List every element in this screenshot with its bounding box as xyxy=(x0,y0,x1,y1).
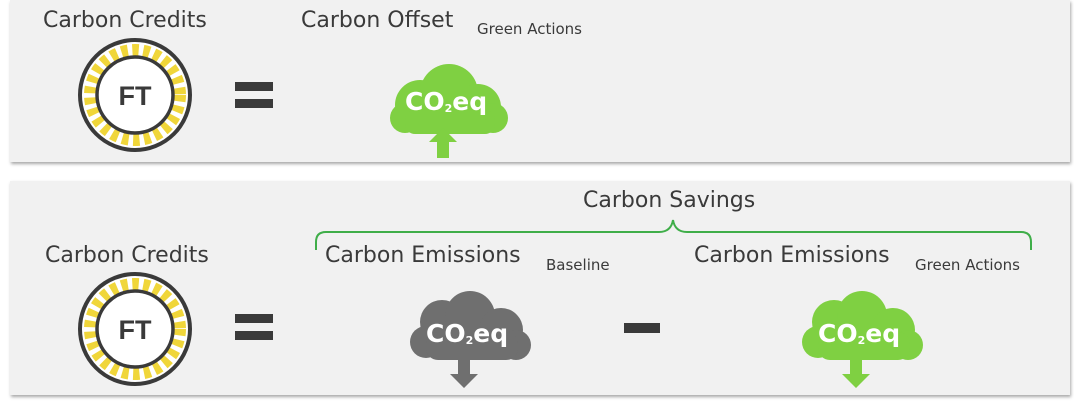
equals-icon xyxy=(235,314,273,348)
co2eq-label: CO2eq xyxy=(405,87,488,116)
carbon-credits-label-2: Carbon Credits xyxy=(45,243,209,268)
carbon-credits-label: Carbon Credits xyxy=(43,8,207,33)
ft-coin-icon: FT xyxy=(78,38,192,152)
baseline-emissions-label: Carbon Emissions xyxy=(325,243,521,268)
coin-label: FT xyxy=(119,315,152,345)
baseline-sublabel: Baseline xyxy=(546,256,610,274)
savings-bracket xyxy=(315,219,1032,250)
co2eq-label: CO2eq xyxy=(426,319,509,348)
co2-cloud-up-arrow-icon xyxy=(390,64,508,158)
green-emissions-label: Carbon Emissions xyxy=(694,243,890,268)
ft-coin-icon: FT xyxy=(78,272,192,386)
carbon-savings-label: Carbon Savings xyxy=(583,188,756,213)
green-actions-sublabel: Green Actions xyxy=(915,256,1020,274)
coin-label: FT xyxy=(119,81,152,111)
minus-icon xyxy=(624,323,660,333)
carbon-offset-label: Carbon Offset xyxy=(301,8,454,33)
co2-cloud-down-arrow-icon xyxy=(802,291,923,388)
equals-icon xyxy=(235,82,273,116)
co2eq-label: CO2eq xyxy=(818,319,901,348)
carbon-offset-sublabel: Green Actions xyxy=(477,20,582,38)
co2-cloud-down-arrow-icon xyxy=(410,291,531,388)
